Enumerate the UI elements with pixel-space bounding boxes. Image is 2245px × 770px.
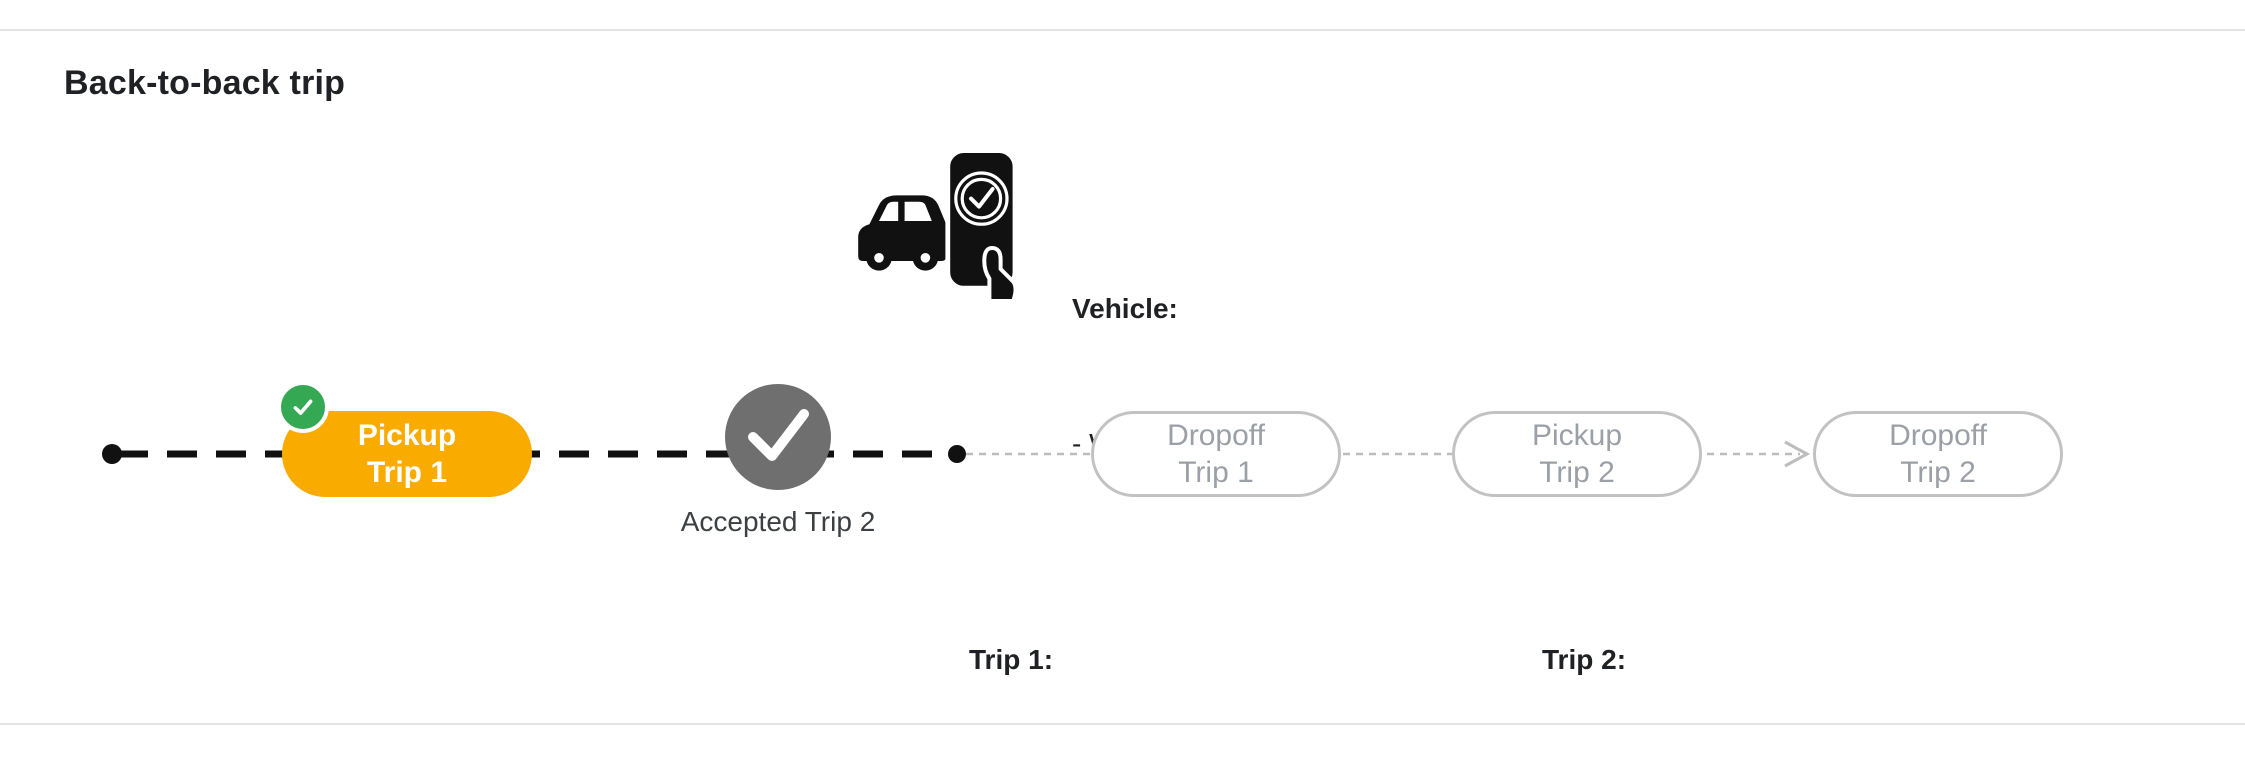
trip2-info: Trip 2: - Status: En route to pickup - R…: [1542, 552, 1888, 770]
top-divider: [0, 29, 2245, 31]
pill-label-line2: Trip 1: [1178, 456, 1254, 489]
pickup-trip1-pill: Pickup Trip 1: [277, 381, 532, 497]
pill-label-line1: Pickup: [1531, 419, 1623, 452]
pickup-trip2-pill: Pickup Trip 2: [1452, 411, 1702, 497]
completed-check-badge: [277, 381, 329, 433]
pill-label-line2: Trip 2: [1539, 456, 1615, 489]
check-icon: [293, 399, 313, 415]
pill-label-line2: Trip 1: [366, 456, 448, 489]
car-phone-check-icon: [858, 148, 1018, 303]
trip1-title: Trip 1:: [969, 644, 1054, 675]
dropoff-trip1-pill: Dropoff Trip 1: [1091, 411, 1341, 497]
check-icon: [748, 409, 809, 461]
accepted-trip2-marker: [725, 384, 831, 490]
pill-label-line2: Trip 2: [1900, 456, 1976, 489]
route-start-dot: [102, 444, 122, 464]
dropoff-trip2-pill: Dropoff Trip 2: [1813, 411, 2063, 497]
bottom-divider: [0, 723, 2245, 725]
vehicle-label: Vehicle:: [1072, 293, 1178, 324]
trip2-title: Trip 2:: [1542, 644, 1627, 675]
pill-label-line1: Dropoff: [1167, 419, 1265, 452]
current-position-dot: [948, 445, 966, 463]
pill-label-line1: Pickup: [357, 419, 457, 452]
trip1-info: Trip 1: - Status: En route to drop-off -…: [969, 552, 1330, 770]
accepted-trip2-label: Accepted Trip 2: [680, 506, 876, 537]
arrow-right-icon: [1784, 440, 1811, 468]
pill-label-line1: Dropoff: [1889, 419, 1987, 452]
page-title: Back-to-back trip: [64, 64, 346, 102]
